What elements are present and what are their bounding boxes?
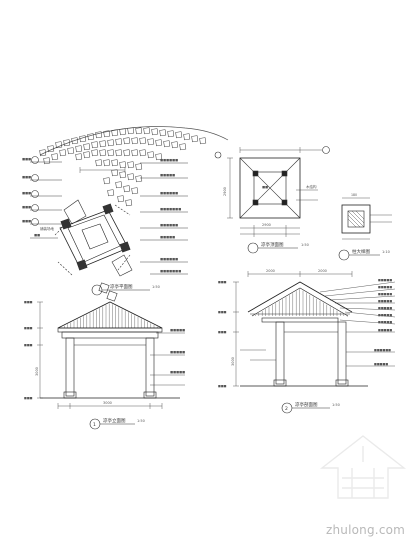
section-dim-left: 2000	[266, 269, 275, 273]
top-view-label: 木结构	[306, 184, 317, 189]
front-elevation-number: 1	[93, 422, 96, 428]
front-elevation-scale: 1:50	[137, 419, 145, 423]
column-detail-scale: 1:10	[382, 250, 390, 254]
svg-text:■■■■■■: ■■■■■■	[160, 191, 178, 195]
watermark-text: zhulong.com	[326, 523, 406, 537]
site-plan-scale: 1:50	[152, 285, 160, 289]
svg-text:■■■■■: ■■■■■	[170, 370, 185, 374]
svg-text:■■■■■: ■■■■■	[378, 278, 392, 282]
svg-text:■■■■■: ■■■■■	[378, 313, 392, 317]
paver-pattern	[39, 127, 207, 207]
svg-text:■■■■■: ■■■■■	[378, 292, 392, 296]
svg-text:■■■: ■■■	[24, 326, 33, 330]
svg-text:■■■■■■: ■■■■■■	[160, 223, 178, 227]
svg-text:■■■■■: ■■■■■	[170, 328, 185, 332]
svg-text:■■■: ■■■	[22, 175, 31, 179]
svg-text:■■■: ■■■	[218, 384, 227, 388]
svg-text:■■■: ■■■	[24, 396, 33, 400]
svg-text:■■■: ■■■	[24, 343, 33, 347]
svg-text:■■■■■■■: ■■■■■■■	[160, 269, 181, 273]
svg-text:■■■■■■: ■■■■■■	[160, 158, 178, 162]
section-number: 2	[285, 406, 288, 412]
svg-text:■■■■■: ■■■■■	[378, 320, 392, 324]
top-view-dim-side: 2900	[223, 187, 227, 196]
zhulong-logo-icon	[319, 435, 407, 499]
top-view-drawing: 2900 2900 木结构 ■■ 凉亭顶面图 1:50	[214, 146, 330, 254]
pavilion-plan	[54, 199, 133, 277]
svg-text:■■■■■: ■■■■■	[160, 235, 175, 239]
svg-text:■■■: ■■■	[24, 300, 33, 304]
svg-text:■■■■■: ■■■■■	[160, 173, 175, 177]
svg-text:■■: ■■	[262, 185, 268, 189]
front-elevation-dim-height: 3000	[35, 367, 39, 376]
svg-text:■■■■■: ■■■■■	[378, 299, 392, 303]
svg-text:■■■: ■■■	[22, 205, 31, 209]
svg-text:■■■■■■: ■■■■■■	[374, 348, 391, 352]
svg-text:■■■■■: ■■■■■	[378, 328, 392, 332]
column-detail-dim: 180	[351, 193, 357, 197]
section-dim-height: 3000	[231, 357, 235, 366]
top-view-dim-top: 2900	[262, 223, 271, 227]
section-dim-right: 2000	[318, 269, 327, 273]
svg-text:■■■: ■■■	[22, 157, 31, 161]
svg-text:■■■: ■■■	[218, 310, 227, 314]
section-scale: 1:50	[332, 403, 340, 407]
top-view-title: 凉亭顶面图	[261, 241, 284, 248]
svg-text:■■: ■■	[34, 233, 40, 237]
svg-text:■■■■■■■: ■■■■■■■	[160, 207, 181, 211]
svg-text:■■■■■■: ■■■■■■	[160, 257, 178, 261]
svg-text:■■■: ■■■	[218, 330, 227, 334]
svg-text:■■■■■: ■■■■■	[378, 285, 392, 289]
svg-text:■■■: ■■■	[218, 280, 227, 284]
site-plan-title: 凉亭平面图	[110, 283, 133, 290]
site-plan-label: 铺装场地	[40, 226, 54, 231]
svg-text:■■■■■: ■■■■■	[378, 306, 392, 310]
column-detail-title: 柱大样图	[352, 248, 370, 255]
front-elevation-title: 凉亭立面图	[103, 417, 126, 424]
front-elevation-dim-total: 3000	[103, 401, 112, 405]
site-plan-drawing: ■■■■■■ ■■■■■■ ■■■■■ ■■■■■■■■■■■ ■■■■■■■■…	[22, 126, 229, 302]
svg-text:■■■: ■■■	[22, 219, 31, 223]
front-elevation-drawing: 3000 3000 ■■■■■ ■■■■■ ■■■■■ ■■■ ■■■ ■■■ …	[24, 300, 185, 430]
svg-text:■■■■■: ■■■■■	[170, 350, 185, 354]
top-view-scale: 1:50	[301, 243, 309, 247]
section-drawing: 2000 2000 3000 ■■■ ■■■ ■■■ ■■■ ■■■■■■■■■…	[218, 269, 396, 414]
site-plan-title-circle	[91, 284, 103, 296]
column-detail-drawing: 180 柱大样图 1:10	[338, 193, 392, 261]
svg-text:■■■■■: ■■■■■	[374, 362, 388, 366]
section-title: 凉亭剖面图	[295, 401, 318, 408]
svg-text:■■■: ■■■	[22, 191, 31, 195]
